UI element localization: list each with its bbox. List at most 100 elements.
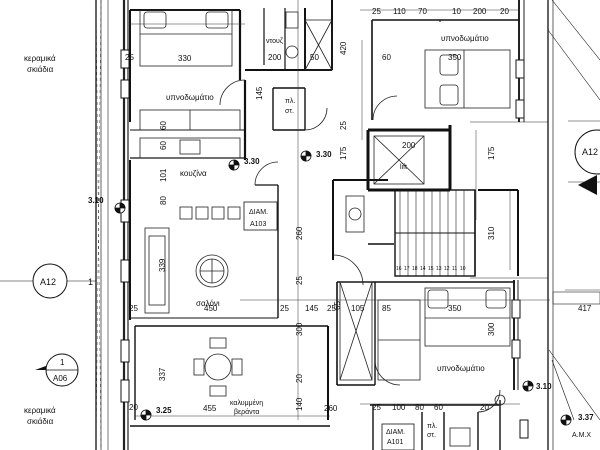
apartment-tags: ΔΙΑΜ. Α103 ΔΙΑΜ. Α101 Α.Μ.Χ [243, 201, 591, 450]
room-bedroom-bottom-right: υπνοδωμάτιο [437, 364, 485, 373]
dimension-lines [130, 0, 600, 420]
dim-110: 110 [393, 7, 406, 16]
dim-310: 310 [487, 226, 496, 240]
dim-105: 105 [351, 304, 365, 313]
dim-20-d: 20 [480, 403, 489, 412]
dim-350-bottom: 350 [448, 304, 462, 313]
section-left-code: A12 [40, 277, 56, 287]
room-labels: υπνοδωμάτιο υπνοδωμάτιο υπνοδωμάτιο ντου… [24, 34, 489, 439]
dim-65: 65 [333, 301, 342, 310]
stair-number: 11 [452, 266, 457, 272]
dim-337: 337 [158, 367, 167, 381]
dim-60-d: 60 [434, 403, 443, 412]
dim-25-c: 25 [339, 121, 348, 130]
section-right-code: A12 [582, 147, 598, 157]
tag-a103-1: ΔΙΑΜ. [249, 209, 268, 216]
dim-25-d: 25 [295, 276, 304, 285]
room-veranda-1: καλυμμένη [230, 399, 263, 407]
level-markers [114, 150, 572, 426]
room-veranda-2: βεράντα [234, 408, 259, 416]
room-kitchen: κουζίνα [180, 169, 207, 178]
tag-a101-1: ΔΙΑΜ. [386, 429, 405, 436]
dim-85: 85 [382, 304, 391, 313]
room-living: σαλόνι [196, 299, 220, 308]
dim-200-a: 200 [268, 53, 282, 62]
dim-80-b: 80 [415, 403, 424, 412]
dim-25-h: 25 [129, 304, 138, 313]
dim-260-vert: 260 [295, 226, 304, 240]
stair-number: 12 [444, 266, 450, 272]
dim-200-c: 200 [473, 7, 487, 16]
dim-10: 10 [452, 7, 461, 16]
dim-145-a: 145 [255, 86, 264, 100]
dim-20-b: 20 [129, 403, 138, 412]
section-markers [0, 129, 600, 421]
dim-60-a: 60 [159, 121, 168, 130]
closet-2-a: πλ. [427, 423, 437, 430]
level-2: 3.30 [316, 150, 332, 159]
tile-label-bottom-2: σκιάδια [27, 417, 54, 426]
section-bottom-num: 1 [60, 358, 65, 367]
dim-101: 101 [159, 168, 168, 182]
dim-175-a: 175 [339, 146, 348, 160]
room-bedroom-top-right: υπνοδωμάτιο [441, 34, 489, 43]
section-left-num: 1 [88, 277, 93, 287]
dim-20-a: 20 [500, 7, 509, 16]
dim-145-b: 145 [305, 304, 319, 313]
tag-a103-2: Α103 [250, 221, 266, 228]
room-shower: ντουζ [266, 38, 283, 45]
dim-455: 455 [203, 404, 217, 413]
dim-20-c: 20 [295, 374, 304, 383]
tag-amx: Α.Μ.Χ [572, 432, 591, 439]
level-3: 3.10 [88, 196, 104, 205]
stair-number: 16 [396, 266, 402, 272]
dimension-texts: 330 350 350 455 450 420 417 339 337 310 … [125, 7, 592, 413]
left-facade [95, 0, 129, 450]
level-labels: 3.30 3.30 3.10 3.25 3.10 3.37 [88, 150, 594, 422]
dim-350-top: 350 [448, 53, 462, 62]
dim-60-b: 60 [159, 141, 168, 150]
closet-1-b: στ. [285, 108, 294, 115]
dim-25-a: 25 [125, 53, 134, 62]
stair-number: 18 [412, 266, 418, 272]
dim-300-right: 300 [487, 322, 496, 336]
right-facade [470, 0, 600, 450]
tag-a101-2: Α101 [387, 439, 403, 446]
room-bedroom-top-left: υπνοδωμάτιο [166, 93, 214, 102]
dim-70: 70 [418, 7, 427, 16]
dim-417: 417 [578, 304, 592, 313]
level-1: 3.30 [244, 157, 260, 166]
dim-60-c: 60 [382, 53, 391, 62]
room-lift: lift [400, 164, 407, 171]
tile-label-bottom-1: κεραμικά [24, 406, 56, 415]
window-markers [120, 49, 529, 439]
closet-2-b: στ. [427, 432, 436, 439]
level-6: 3.37 [578, 413, 594, 422]
dim-25-b: 25 [372, 7, 381, 16]
dim-50: 50 [310, 53, 319, 62]
dim-200-b: 200 [402, 141, 416, 150]
walls [129, 0, 519, 450]
dim-450: 450 [204, 304, 218, 313]
stair-number: 14 [420, 266, 426, 272]
stair-number: 17 [404, 266, 410, 272]
level-4: 3.25 [156, 406, 172, 415]
stair-number: 13 [436, 266, 442, 272]
dim-300-left: 300 [295, 322, 304, 336]
tile-label-top-2: σκιάδια [27, 65, 54, 74]
dim-330: 330 [178, 54, 192, 63]
level-5: 3.10 [536, 382, 552, 391]
dim-260-horiz: 260 [324, 404, 338, 413]
dim-25-e: 25 [280, 304, 289, 313]
furniture [139, 9, 511, 447]
dim-339: 339 [158, 258, 167, 272]
dim-100: 100 [392, 403, 406, 412]
tile-label-top-1: κεραμικά [24, 54, 56, 63]
dim-25-f: 25 [327, 304, 336, 313]
dim-80-a: 80 [159, 196, 168, 205]
closet-1-a: πλ. [285, 98, 295, 105]
section-marker-text: A12 1 A12 1 A06 [40, 147, 598, 383]
